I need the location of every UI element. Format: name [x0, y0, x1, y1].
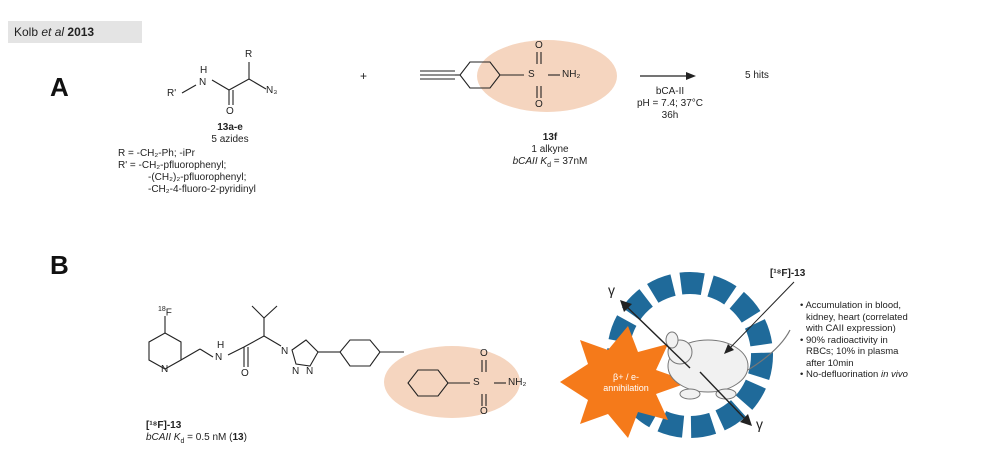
burst-text: β+ / e- annihilation — [578, 372, 674, 394]
citation-tag: Kolb et al 2013 — [8, 21, 142, 43]
burst-line2: annihilation — [603, 383, 649, 393]
condition-enzyme: bCA-II — [655, 86, 685, 97]
annihilation-burst — [560, 326, 690, 438]
compound-sulfonamide-bonds — [407, 360, 506, 406]
condition-ph-temp: pH = 7.4; 37°C — [637, 98, 703, 109]
atom-f-isotope: 18 — [158, 306, 166, 313]
burst-line1: β+ / e- — [613, 372, 639, 382]
atom-n-triazole-2: N — [292, 366, 300, 377]
atom-n-amide: N — [215, 352, 223, 363]
atom-s: S — [528, 69, 535, 80]
compound-kd-sub: d — [180, 438, 185, 445]
azide-id: 13a-e — [217, 122, 243, 133]
atom-h-amide: H — [217, 340, 225, 351]
atom-f-symbol: F — [165, 307, 172, 319]
atom-h: H — [200, 65, 208, 76]
atom-n-triazole-1: N — [281, 346, 289, 357]
reaction-conditions: bCA-II pH = 7.4; 37°C 36h — [620, 86, 720, 122]
azide-substituents: R = -CH₂-Ph; -iPr R' = -CH₂-pfluoropheny… — [118, 148, 318, 196]
note-3-text: • No-defluorination — [800, 369, 881, 380]
alkyne-id: 13f — [542, 132, 558, 143]
atom-r: R — [245, 49, 253, 60]
atom-o: O — [226, 106, 234, 117]
atom-nh2: NH₂ — [562, 69, 581, 80]
compound-kd-close: ) — [243, 432, 247, 443]
atom-n-pyridine: N — [161, 364, 169, 375]
note-2-line1: • 90% radioactivity in — [800, 334, 888, 346]
mouse-illustration — [665, 329, 791, 400]
atom-s-compound: S — [473, 377, 480, 388]
note-1-line1: • Accumulation in blood, — [800, 300, 902, 311]
alkyne-kd-prefix: bCAII K — [512, 156, 548, 167]
compound-label: [¹⁸F]-13 — [146, 420, 182, 431]
note-2-line2: RBCs; 10% in plasma — [806, 346, 899, 357]
atom-n3: N₃ — [266, 85, 278, 96]
atom-o-bottom: O — [535, 99, 543, 110]
azide-count: 5 azides — [211, 134, 249, 145]
azide-caption: 13a-e 5 azides — [180, 122, 280, 146]
compound-kd: bCAII Kd = 0.5 nM (13) — [146, 432, 346, 448]
atom-r1: R' — [167, 88, 177, 99]
alkyne-highlight — [477, 40, 617, 112]
citation-year: 2013 — [67, 25, 95, 39]
condition-time: 36h — [661, 110, 679, 121]
azide-r1-line3: -CH₂-4-fluoro-2-pyridinyl — [148, 184, 256, 195]
compound-highlight — [384, 346, 520, 418]
azide-r-line: R = -CH₂-Ph; -iPr — [118, 148, 195, 159]
pet-compound-label: [¹⁸F]-13 — [770, 268, 806, 279]
label-pointer-line — [727, 281, 795, 351]
atom-o-top-compound: O — [480, 348, 488, 359]
alkyne-count: 1 alkyne — [531, 144, 569, 155]
panel-a-label: A — [50, 72, 69, 102]
label-pointer-head — [724, 344, 734, 354]
azide-bonds — [181, 62, 267, 105]
citation-author: Kolb — [14, 25, 39, 39]
alkyne-kd-value: = 37nM — [550, 156, 588, 167]
alkyne-kd: bCAII Kd = 37nM — [480, 156, 620, 172]
result-hits: 5 hits — [745, 70, 769, 81]
compound-kd-value: = 0.5 nM ( — [184, 432, 233, 443]
atom-o-amide: O — [241, 368, 249, 379]
gamma-label-top: γ — [608, 282, 615, 298]
azide-r1-line1: R' = -CH₂-pfluorophenyl; — [118, 160, 227, 171]
note-1-line2: kidney, heart (correlated — [806, 311, 908, 323]
compound-caption: [¹⁸F]-13 bCAII Kd = 0.5 nM (13) — [146, 420, 346, 448]
alkyne-kd-sub: d — [547, 162, 551, 169]
atom-f: 18F — [158, 304, 172, 319]
compound-kd-prefix: bCAII K — [146, 432, 181, 443]
compound-kd-ref: 13 — [232, 432, 244, 443]
reaction-arrow — [640, 72, 696, 80]
azide-r1-line2: -(CH₂)₂-pfluorophenyl; — [148, 172, 247, 183]
citation-etal: et al — [41, 25, 65, 39]
alkyne-caption: 13f 1 alkyne bCAII Kd = 37nM — [480, 132, 620, 172]
alkyne-bonds — [420, 52, 560, 98]
atom-o-bottom-compound: O — [480, 406, 488, 417]
atom-n: N — [199, 77, 207, 88]
plus-sign: + — [360, 69, 368, 83]
atom-nh2-compound: NH₂ — [508, 377, 527, 388]
note-2-line3: after 10min — [806, 357, 854, 369]
atom-n-triazole-3: N — [306, 366, 314, 377]
atom-o-top: O — [535, 40, 543, 51]
gamma-label-bottom: γ — [756, 416, 763, 432]
note-3-emphasis: in vivo — [880, 369, 908, 380]
gamma-arrows — [620, 300, 752, 426]
compound-bonds — [148, 305, 404, 370]
pet-notes: • Accumulation in blood, kidney, heart (… — [800, 300, 980, 381]
panel-b-label: B — [50, 250, 69, 280]
note-3: • No-defluorination in vivo — [800, 369, 980, 381]
note-1-line3: with CAII expression) — [806, 323, 896, 334]
